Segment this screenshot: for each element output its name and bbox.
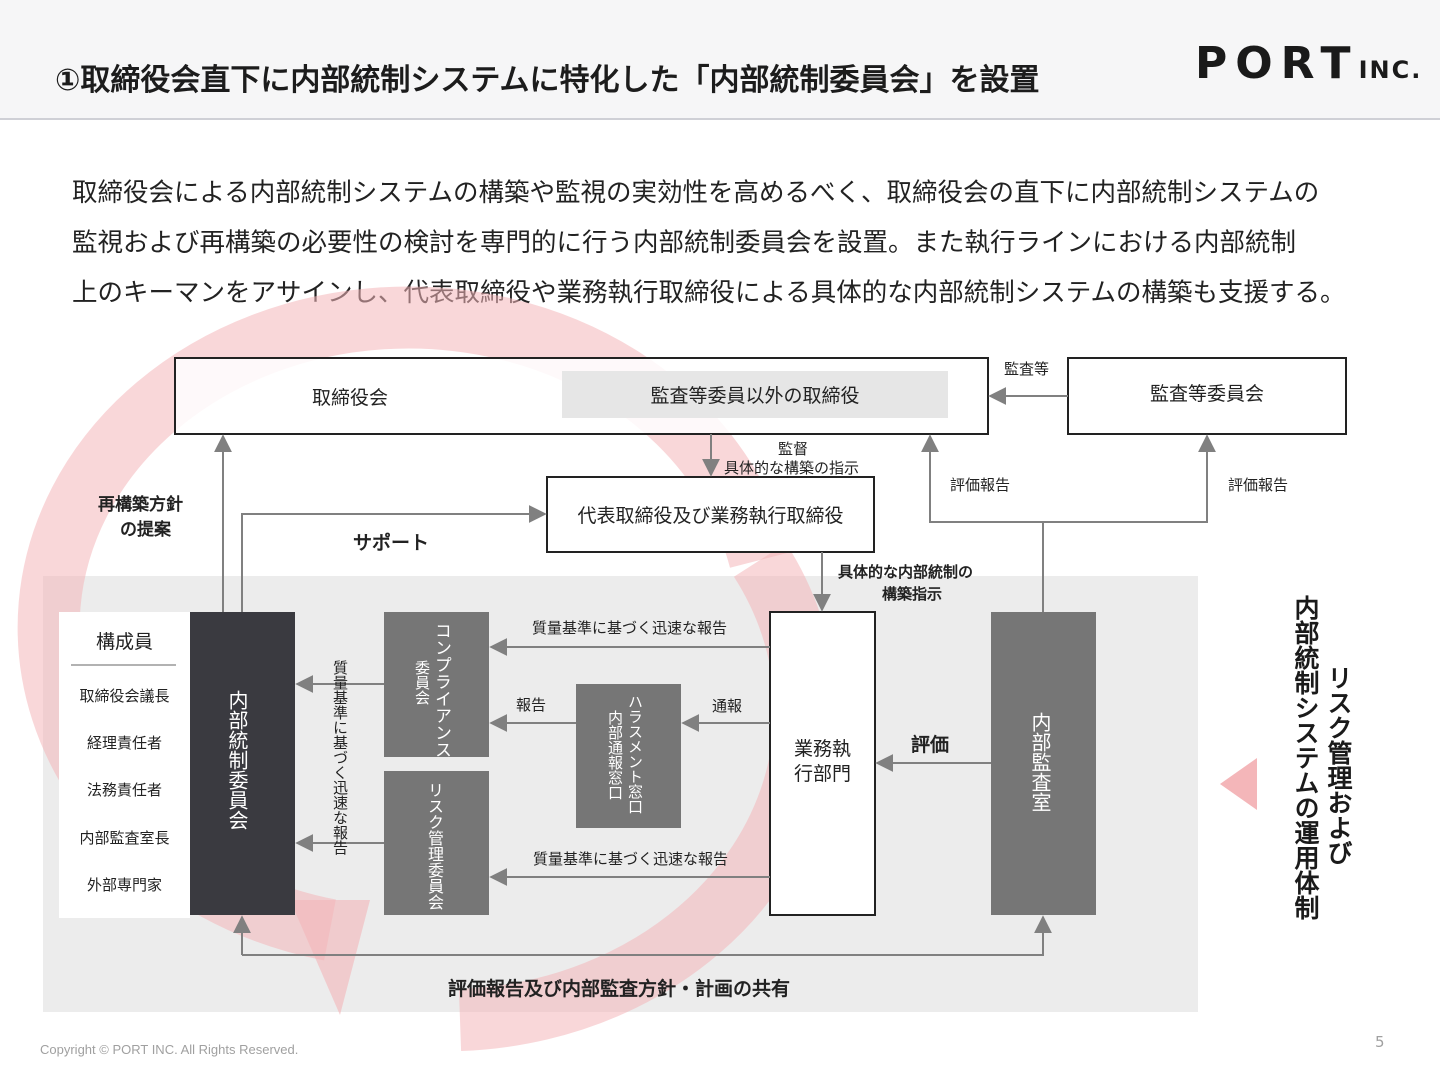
audit-etc-label: 監査等: [1004, 360, 1050, 378]
support-label: サポート: [353, 532, 430, 554]
non-audit-directors-label: 監査等委員以外の取締役: [650, 385, 860, 407]
intro-paragraph: 取締役会による内部統制システムの構築や監視の実効性を高めるべく、取締役会の直下に…: [72, 168, 1412, 318]
side-title-line1: リスク管理および: [1324, 665, 1353, 865]
port-logo: PORTINC.: [1195, 38, 1422, 89]
side-triangle-icon: [1220, 758, 1257, 810]
logo-suffix: INC.: [1358, 56, 1423, 84]
evaluation-label: 評価: [911, 734, 950, 756]
quality-report-bottom-label: 質量基準に基づく迅速な報告: [533, 850, 729, 868]
shared-bottom-label: 評価報告及び内部監査方針・計画の共有: [448, 978, 791, 1000]
business-dept-box: [769, 611, 876, 916]
header-bar: [0, 0, 1440, 120]
risk-committee-box: [384, 771, 489, 915]
ic-committee-box: [190, 612, 295, 915]
logo-main: PORT: [1195, 38, 1359, 89]
member-item: 内部監査室長: [79, 828, 170, 847]
concrete-build-label: 具体的な構築の指示: [724, 459, 860, 477]
eval-report-board-arrow: [921, 434, 1044, 612]
page-title: ①取締役会直下に内部統制システムに特化した「内部統制委員会」を設置: [55, 63, 1040, 98]
intro-line: 上のキーマンをアサインし、代表取締役や業務執行取締役による具体的な内部統制システ…: [72, 278, 1346, 308]
eval-report-audit-arrow: [1043, 434, 1216, 523]
non-audit-directors-box: [562, 371, 948, 418]
support-arrow: [241, 505, 547, 612]
ic-committee-label: 内部統制委員会: [225, 690, 249, 830]
board-label: 取締役会: [311, 386, 388, 409]
harassment-line2: 内部通報窓口: [606, 710, 624, 800]
shared-right-arrow: [242, 915, 1052, 956]
intro-line: 監視および再構築の必要性の検討を専門的に行う内部統制委員会を設置。また執行ライン…: [72, 228, 1297, 258]
intro-line: 取締役会による内部統制システムの構築や監視の実効性を高めるべく、取締役会の直下に…: [72, 178, 1320, 208]
harassment-box: [576, 684, 681, 828]
concrete-ic-line1: 具体的な内部統制の: [838, 563, 974, 581]
compliance-committee-line2: 委員会: [413, 660, 431, 705]
business-dept-line1: 業務執: [793, 737, 851, 760]
members-panel: [59, 612, 190, 918]
member-item: 法務責任者: [86, 780, 162, 799]
members-title: 構成員: [95, 630, 153, 653]
business-dept-line2: 行部門: [793, 762, 851, 785]
member-item: 取締役会議長: [79, 686, 170, 705]
audit-committee-label: 監査等委員会: [1149, 382, 1264, 405]
report-label: 報告: [516, 696, 547, 714]
copyright: Copyright © PORT INC. All Rights Reserve…: [40, 1042, 299, 1057]
compliance-committee-box: [384, 612, 489, 757]
quality-report-vertical-label: 質量基準に基づく迅速な報告: [331, 660, 349, 855]
page-number: 5: [1375, 1033, 1385, 1051]
member-item: 経理責任者: [86, 733, 162, 752]
internal-audit-label: 内部監査室: [1028, 712, 1052, 812]
risk-committee-label: リスク管理委員会: [425, 782, 444, 910]
internal-audit-box: [991, 612, 1096, 915]
side-title-line2: 内部統制システムの運用体制: [1291, 595, 1320, 920]
notify-label: 通報: [712, 697, 743, 715]
representative-label: 代表取締役及び業務執行取締役: [577, 505, 844, 527]
harassment-line1: ハラスメント窓口: [626, 694, 644, 814]
concrete-ic-line2: 構築指示: [882, 585, 943, 603]
eval-report-right-label: 評価報告: [1228, 476, 1289, 494]
supervision-label: 監督: [778, 440, 809, 458]
member-item: 外部専門家: [86, 875, 162, 894]
compliance-committee-line1: コンプライアンス: [431, 622, 451, 758]
representative-box: [546, 476, 875, 553]
rebuild-proposal-line1: 再構築方針: [98, 495, 183, 515]
quality-report-top-label: 質量基準に基づく迅速な報告: [532, 619, 728, 637]
eval-report-left-label: 評価報告: [950, 476, 1011, 494]
rebuild-proposal-line2: の提案: [120, 520, 171, 540]
